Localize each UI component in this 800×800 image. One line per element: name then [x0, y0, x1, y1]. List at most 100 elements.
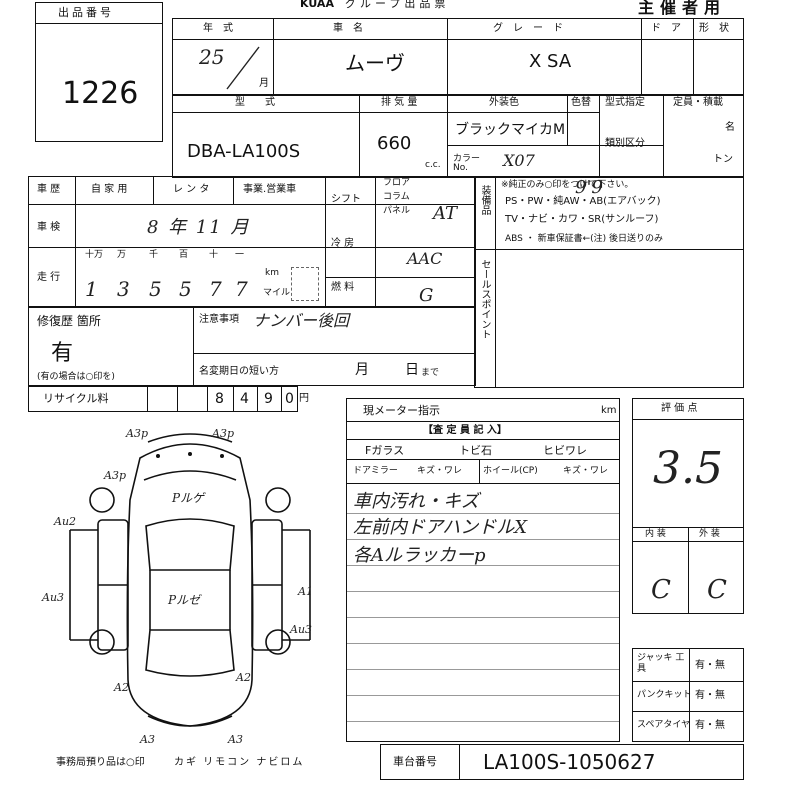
equipment-line1: PS・PW・純AW・AB(エアバック) — [505, 196, 661, 207]
doors-header: ド ア — [651, 23, 681, 34]
mileage-unit-0: 十万 — [85, 250, 104, 260]
mirror-label: ドアミラー — [353, 466, 398, 476]
displacement-label: 排 気 量 — [381, 97, 418, 108]
mileage-digit-1: 3 — [117, 277, 130, 301]
year-slash — [226, 46, 260, 90]
car-diagram — [69, 433, 311, 727]
shift-value: AT — [433, 203, 458, 224]
repaint-label: 色替 — [571, 97, 591, 108]
mark-left-fender: A3p — [104, 469, 126, 482]
fuel-label: 燃 料 — [331, 282, 355, 293]
lot-number: 1226 — [62, 76, 139, 111]
mark-left-top: Au2 — [54, 515, 77, 528]
model-value: DBA-LA100S — [187, 141, 301, 162]
color-no-label: カラーNo. — [453, 154, 481, 173]
mark-rear-b: A3 — [228, 733, 243, 746]
recycle-digit-1: 4 — [240, 391, 249, 407]
mileage-unit-2: 千 — [149, 250, 159, 260]
lot-label: 出品番号 — [58, 6, 114, 19]
name-change-day: 日 — [405, 362, 419, 378]
model-label: 型 式 — [235, 97, 275, 108]
equipment-line3: ABS ・ 新車保証書←(注) 後日送りのみ — [505, 234, 664, 244]
shift-option-panel[interactable]: パネル — [383, 206, 411, 216]
score-value: 3.5 — [653, 443, 723, 494]
mark-rear-left: A2 — [114, 681, 129, 694]
jack-label: ジャッキ 工 具 — [637, 653, 685, 674]
notes-label: 注意事項 — [199, 314, 239, 325]
fuel-value: G — [419, 285, 434, 306]
mileage-digit-4: 7 — [209, 277, 222, 301]
name-change-suffix: まで — [421, 368, 440, 378]
spare-value[interactable]: 有・無 — [695, 720, 725, 731]
mileage-digit-2: 5 — [149, 277, 162, 301]
grade-header: グ レ ー ド — [493, 23, 563, 34]
puncture-label: パンクキット — [637, 690, 692, 700]
vehicle-top-box: 年 式 車 名 グ レ ー ド ド ア 形 状 25 月 ムーヴ X SA — [172, 18, 744, 96]
mileage-unit-5: 一 — [235, 250, 245, 260]
chassis-label: 車台番号 — [393, 755, 437, 768]
history-block: 車 歴 自 家 用 レ ン タ 事業.営業車 車 検 8 年 11 月 走 行 … — [28, 176, 476, 308]
meter-unit: km — [601, 405, 617, 416]
brand-logo: KUAA — [300, 0, 334, 10]
chassis-value: LA100S-1050627 — [483, 750, 656, 774]
mileage-label: 走 行 — [37, 272, 61, 283]
capacity-unit-persons: 名 — [725, 122, 735, 133]
capacity-label: 定員・積載 — [673, 97, 723, 108]
spare-label: スペアタイヤ — [637, 720, 691, 730]
name-header: 車 名 — [333, 23, 363, 34]
year-header: 年 式 — [203, 23, 233, 34]
vehicle-name: ムーヴ — [345, 51, 405, 75]
year-month-mark: 月 — [259, 78, 269, 89]
mark-front-right: A3p — [212, 427, 234, 440]
name-change-month: 月 — [355, 362, 369, 378]
mark-left-mid: Au3 — [42, 591, 65, 604]
comment-line-3: 各Aルラッカーp — [353, 545, 486, 566]
shift-option-column[interactable]: コラム — [383, 192, 410, 202]
puncture-value[interactable]: 有・無 — [695, 690, 725, 701]
shift-option-floor[interactable]: フロア — [383, 178, 411, 188]
score-block: 評 価 点 3.5 内 装 外 装 C C — [632, 398, 744, 614]
comment-line-1: 車内汚れ・キズ — [353, 491, 479, 512]
glass-label: Fガラス — [365, 444, 405, 457]
shape-header: 形 状 — [699, 23, 729, 34]
color-no-value: X07 — [503, 151, 535, 170]
km-label: km — [265, 268, 279, 278]
comment-line-2: 左前内ドアハンドルX — [353, 517, 528, 538]
equipment-block: 装備品 セールスポイント ※純正のみ○印をつけて下さい。 PS・PW・純AW・A… — [474, 176, 744, 388]
mark-floor: Pルゼ — [168, 593, 201, 607]
repair-block: 修復歴 箇所 有 (有の場合は○印を) 注意事項 ナンバー後回 名変期日の短い方… — [28, 306, 476, 386]
exterior-value: C — [707, 575, 727, 605]
color-value: ブラックマイカM — [455, 122, 566, 138]
repair-label: 修復歴 箇所 — [37, 314, 101, 328]
ac-value: AAC — [407, 249, 443, 268]
recycle-block: リサイクル料 8 4 9 0 円 — [28, 386, 309, 412]
mileage-unit-4: 十 — [209, 250, 219, 260]
glass-value-chip: トビ石 — [459, 444, 492, 457]
mileage-digit-3: 5 — [179, 277, 192, 301]
mileage-unit-3: 百 — [179, 250, 189, 260]
wheel-value: キズ・ワレ — [563, 466, 609, 476]
mark-rear-right: A2 — [236, 671, 251, 684]
recycle-label: リサイクル料 — [43, 392, 109, 405]
equipment-label: 装備品 — [479, 185, 490, 215]
grade-value: X SA — [529, 51, 572, 72]
mark-rear-a: A3 — [140, 733, 155, 746]
recycle-digit-3: 0 — [285, 391, 294, 407]
mileage-check-box[interactable] — [291, 267, 319, 301]
recycle-unit: 円 — [299, 393, 309, 404]
equipment-note: ※純正のみ○印をつけて下さい。 — [501, 180, 634, 190]
chassis-block: 車台番号 LA100S-1050627 — [380, 744, 744, 780]
mileage-digit-5: 7 — [235, 277, 248, 301]
history-private[interactable]: 自 家 用 — [91, 184, 128, 195]
repair-value: 有 — [51, 341, 74, 366]
history-rental[interactable]: レ ン タ — [173, 184, 210, 195]
jack-value[interactable]: 有・無 — [695, 660, 725, 671]
history-label: 車 歴 — [37, 184, 61, 195]
repair-note: (有の場合は○印を) — [37, 372, 115, 382]
footer-note: 事務局預り品は○印 — [56, 757, 145, 768]
mark-roof: Pルゲ — [172, 491, 205, 505]
type-designation-label: 型式指定 — [605, 97, 645, 108]
color-label: 外装色 — [489, 97, 519, 108]
inspection-label: 車 検 — [37, 222, 61, 233]
history-business[interactable]: 事業.営業車 — [243, 184, 297, 195]
